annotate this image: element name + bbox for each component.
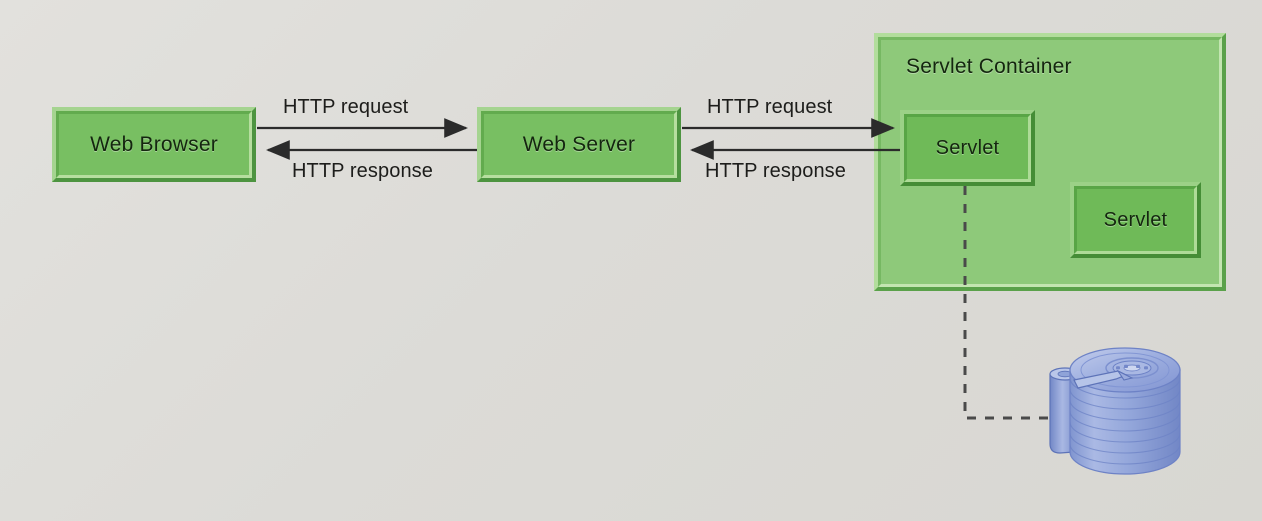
servlet-two-bevel-inner xyxy=(1074,186,1197,254)
database-read-arm xyxy=(1073,369,1134,389)
web-server-label: Web Server xyxy=(522,132,636,156)
edge-label-server-to-browser-response: HTTP response xyxy=(292,160,433,182)
edge-label-servlet-to-server-response: HTTP response xyxy=(705,160,846,182)
web-server-bevel-inner xyxy=(481,111,677,178)
web-browser-bevel-inner xyxy=(56,111,252,178)
edge-label-server-to-servlet-request: HTTP request xyxy=(707,96,833,118)
servlet-one-bevel-outer xyxy=(900,110,1035,186)
node-servlet-two[interactable]: Servlet xyxy=(1070,182,1201,258)
edge-label-browser-to-server-request: HTTP request xyxy=(283,96,409,118)
node-web-browser[interactable]: Web Browser xyxy=(52,107,256,182)
servlet-two-bevel-outer xyxy=(1070,182,1201,258)
database-cylinder xyxy=(1069,369,1181,475)
web-browser-bevel-outer xyxy=(52,107,256,182)
web-server-bevel-outer xyxy=(477,107,681,182)
node-servlet-one[interactable]: Servlet xyxy=(900,110,1035,186)
servlet-container-bevel-outer xyxy=(874,33,1226,291)
servlet-one-label: Servlet xyxy=(935,136,1000,159)
servlet-container-bevel-inner xyxy=(878,37,1222,287)
servlet-one-bevel-inner xyxy=(904,114,1031,182)
servlet-container-label: Servlet Container xyxy=(906,55,1072,78)
database-svg xyxy=(1049,347,1181,475)
node-web-server[interactable]: Web Server xyxy=(477,107,681,182)
web-browser-label: Web Browser xyxy=(90,132,218,156)
servlet-two-label: Servlet xyxy=(1103,208,1168,231)
database-icon[interactable]: Database xyxy=(1032,344,1218,486)
database-hub-slots xyxy=(1116,364,1148,370)
database-ridges xyxy=(1069,377,1181,465)
